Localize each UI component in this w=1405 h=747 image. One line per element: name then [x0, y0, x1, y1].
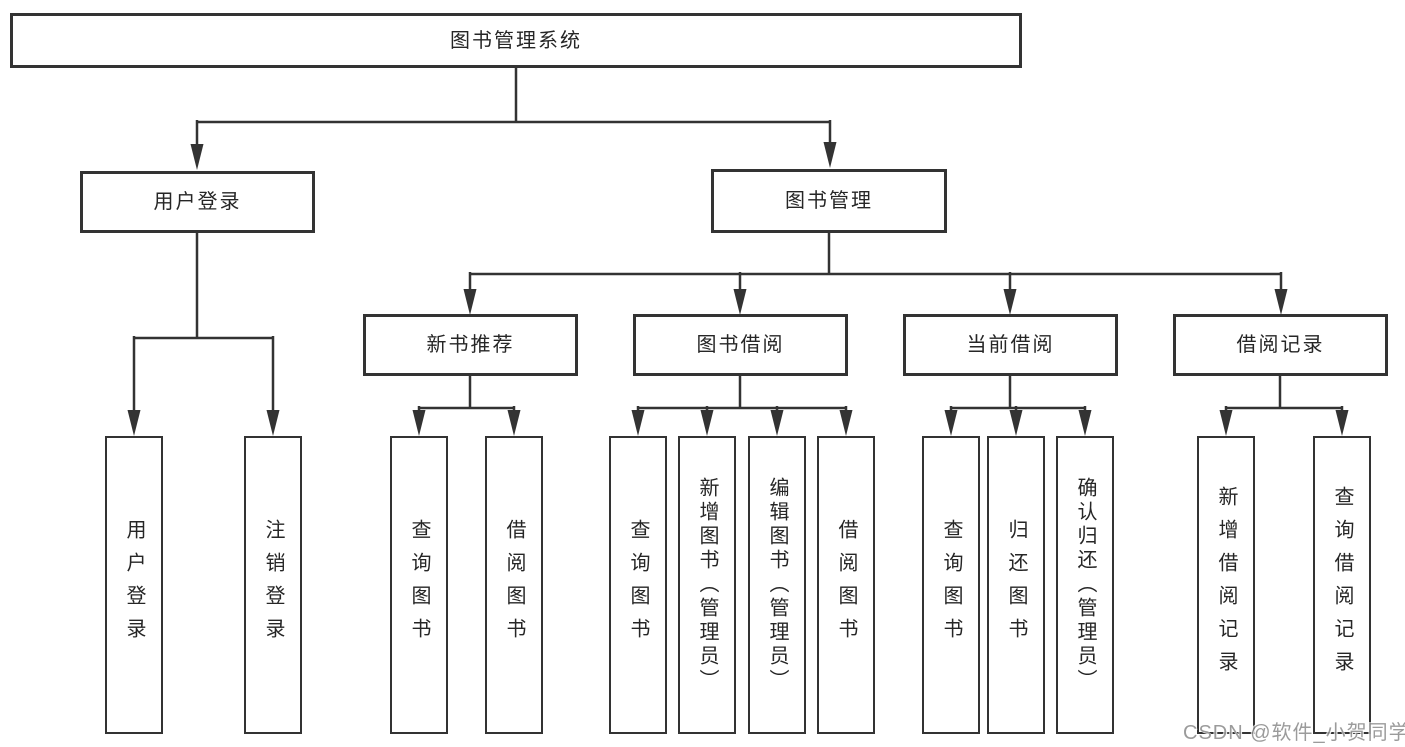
leaf-user-login: 用户登录 [105, 436, 163, 734]
leaf-records-add-record-label: 新增借阅记录 [1215, 486, 1237, 684]
leaf-recommend-borrow-books-label: 借阅图书 [503, 519, 525, 651]
node-borrowing-records-label: 借阅记录 [1236, 334, 1325, 356]
leaf-current-query-books: 查询图书 [922, 436, 980, 734]
node-library-system: 图书管理系统 [10, 13, 1022, 68]
leaf-records-query-record-label: 查询借阅记录 [1331, 486, 1353, 684]
leaf-current-query-books-label: 查询图书 [940, 519, 962, 651]
leaf-records-query-record: 查询借阅记录 [1313, 436, 1371, 734]
leaf-borrowing-borrow-books: 借阅图书 [817, 436, 875, 734]
node-new-book-recommend: 新书推荐 [363, 314, 578, 376]
leaf-borrowing-edit-books-admin: 编辑图书（管理员） [748, 436, 806, 734]
leaf-records-add-record: 新增借阅记录 [1197, 436, 1255, 734]
node-book-management-label: 图书管理 [785, 190, 873, 212]
leaf-borrowing-add-books-admin-label: 新增图书（管理员） [696, 477, 718, 693]
leaf-logout-label: 注销登录 [262, 519, 284, 651]
node-library-system-label: 图书管理系统 [450, 29, 582, 52]
node-book-borrowing: 图书借阅 [633, 314, 848, 376]
node-book-borrowing-label: 图书借阅 [696, 334, 785, 356]
leaf-current-confirm-return-admin: 确认归还（管理员） [1056, 436, 1114, 734]
leaf-borrowing-query-books-label: 查询图书 [627, 519, 649, 651]
leaf-logout: 注销登录 [244, 436, 302, 734]
leaf-recommend-query-books-label: 查询图书 [408, 519, 430, 651]
leaf-user-login-label: 用户登录 [123, 519, 145, 651]
leaf-borrowing-borrow-books-label: 借阅图书 [835, 519, 857, 651]
node-book-management: 图书管理 [711, 169, 947, 233]
leaf-current-return-books: 归还图书 [987, 436, 1045, 734]
leaf-borrowing-edit-books-admin-label: 编辑图书（管理员） [766, 477, 788, 693]
leaf-current-confirm-return-admin-label: 确认归还（管理员） [1074, 477, 1096, 693]
node-borrowing-records: 借阅记录 [1173, 314, 1388, 376]
node-user-login-label: 用户登录 [153, 191, 242, 213]
node-current-borrowing: 当前借阅 [903, 314, 1118, 376]
node-user-login: 用户登录 [80, 171, 315, 233]
leaf-recommend-query-books: 查询图书 [390, 436, 448, 734]
leaf-borrowing-query-books: 查询图书 [609, 436, 667, 734]
csdn-watermark: CSDN @软件_小贺同学 [1183, 722, 1405, 744]
leaf-borrowing-add-books-admin: 新增图书（管理员） [678, 436, 736, 734]
node-current-borrowing-label: 当前借阅 [966, 334, 1055, 356]
leaf-current-return-books-label: 归还图书 [1005, 519, 1027, 651]
leaf-recommend-borrow-books: 借阅图书 [485, 436, 543, 734]
node-new-book-recommend-label: 新书推荐 [426, 334, 515, 356]
